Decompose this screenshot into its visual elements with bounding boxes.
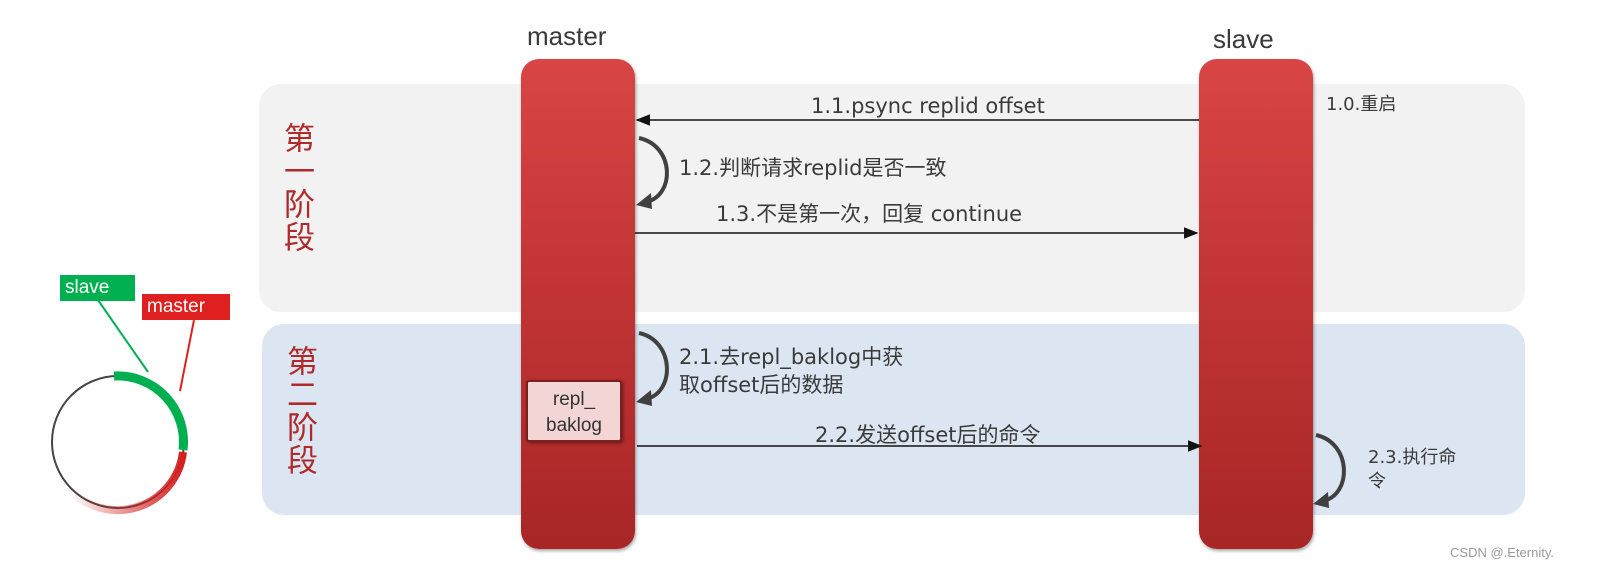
watermark: CSDN @.Eternity.	[1450, 545, 1554, 560]
master-pointer-line	[179, 319, 195, 392]
master-lifeline	[521, 59, 635, 549]
master-header: master	[527, 21, 607, 51]
msg-continue: 1.3.不是第一次，回复 continue	[716, 202, 1023, 226]
slave-header: slave	[1213, 24, 1274, 54]
phase-two-label: 第二阶段	[281, 345, 317, 477]
msg-execute-line2: 令	[1368, 471, 1386, 492]
self-loop-fetch-backlog	[636, 331, 669, 406]
ring-master-tag: master	[142, 294, 230, 320]
backlog-label-line1: repl_	[552, 389, 596, 410]
msg-fetch-backlog-line2: 取offset后的数据	[679, 373, 844, 397]
self-loop-check-replid	[636, 136, 669, 209]
ring-slave-tag: slave	[60, 275, 135, 301]
backlog-label-line2: baklog	[546, 415, 602, 436]
slave-pointer-line	[97, 299, 149, 373]
msg-fetch-backlog-line1: 2.1.去repl_baklog中获	[679, 345, 904, 369]
ring-buffer	[51, 299, 195, 515]
phase-two-panel	[262, 324, 1525, 515]
msg-check-replid: 1.2.判断请求replid是否一致	[679, 156, 947, 180]
self-loop-execute	[1313, 433, 1346, 508]
slave-lifeline	[1199, 59, 1313, 549]
msg-restart: 1.0.重启	[1326, 94, 1397, 115]
repl-backlog-box: repl_ baklog	[526, 380, 622, 442]
msg-psync: 1.1.psync replid offset	[811, 94, 1045, 118]
msg-send-commands: 2.2.发送offset后的命令	[815, 423, 1041, 447]
msg-execute-line1: 2.3.执行命	[1368, 447, 1457, 468]
phase-one-label: 第一阶段	[278, 122, 314, 254]
phase-one-panel	[259, 84, 1525, 312]
